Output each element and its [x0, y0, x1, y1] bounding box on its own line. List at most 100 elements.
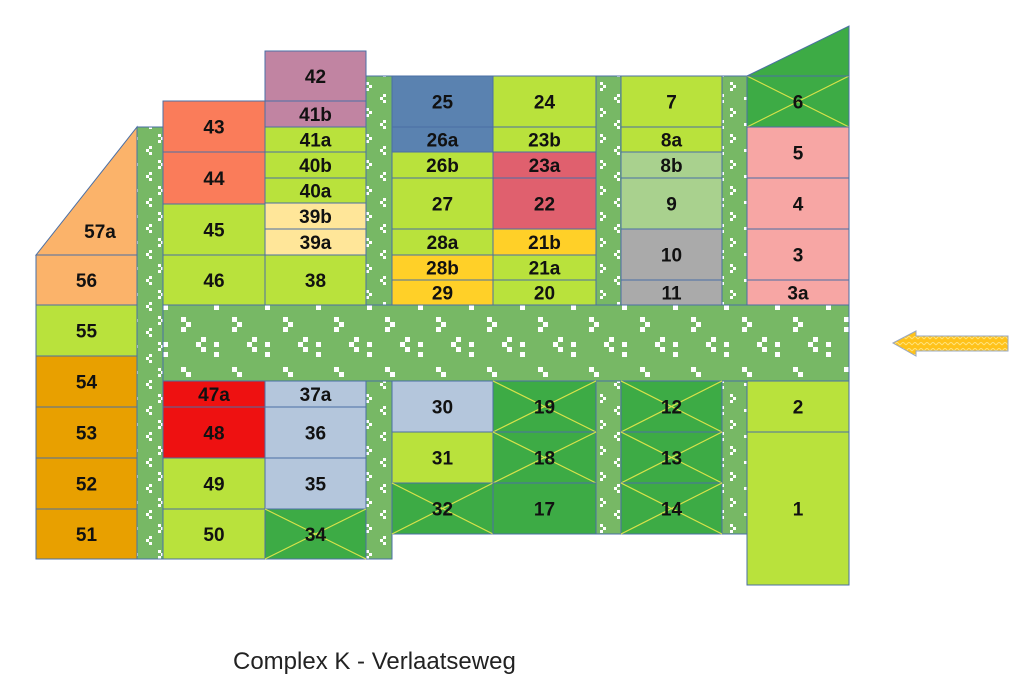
plot-56[interactable]: 56: [35, 254, 138, 306]
plot-label: 31: [432, 449, 454, 470]
plot-53[interactable]: 53: [35, 406, 138, 459]
plot-4[interactable]: 4: [746, 177, 850, 230]
plot-shape: [264, 228, 367, 256]
plot-55[interactable]: 55: [35, 304, 138, 357]
plot-5[interactable]: 5: [746, 126, 850, 179]
plot-3[interactable]: 3: [746, 228, 850, 281]
plot-3a[interactable]: 3a: [746, 279, 850, 306]
plot-39b[interactable]: 39b: [264, 202, 367, 230]
footpath: [136, 126, 164, 560]
footpath: [595, 380, 622, 535]
plot-31[interactable]: 31: [391, 431, 494, 484]
cross-mark: [620, 380, 723, 433]
plot-43[interactable]: 43: [162, 100, 266, 153]
plot-12[interactable]: 12: [620, 380, 723, 433]
plot-13[interactable]: 13: [620, 431, 723, 484]
plot-label: 29: [432, 284, 453, 305]
plot-39a[interactable]: 39a: [264, 228, 367, 256]
plot-8a[interactable]: 8a: [620, 126, 723, 153]
plot-51[interactable]: 51: [35, 508, 138, 560]
plot-24[interactable]: 24: [492, 75, 597, 128]
plot-10[interactable]: 10: [620, 228, 723, 281]
plot-47a[interactable]: 47a: [162, 380, 266, 408]
plot-52[interactable]: 52: [35, 457, 138, 510]
plot-shape: [746, 279, 850, 306]
plot-48[interactable]: 48: [162, 406, 266, 459]
plot-shape: [264, 380, 367, 408]
plot-label: 20: [534, 284, 555, 305]
plot-38[interactable]: 38: [264, 254, 367, 306]
plot-shape: [620, 279, 723, 306]
plot-40a[interactable]: 40a: [264, 177, 367, 204]
plot-shape: [620, 177, 723, 230]
plot-54[interactable]: 54: [35, 355, 138, 408]
plot-36[interactable]: 36: [264, 406, 367, 459]
plot-28b[interactable]: 28b: [391, 254, 494, 281]
plot-23a[interactable]: 23a: [492, 151, 597, 179]
plot-17[interactable]: 17: [492, 482, 597, 535]
plot-shape: [35, 355, 138, 408]
plot-label: 17: [534, 500, 555, 521]
plot-8b[interactable]: 8b: [620, 151, 723, 179]
plot-6[interactable]: 6: [746, 75, 850, 128]
plot-shape: [35, 254, 138, 306]
plot-11[interactable]: 11: [620, 279, 723, 306]
plot-42[interactable]: 42: [264, 50, 367, 102]
plot-23b[interactable]: 23b: [492, 126, 597, 153]
plot-35[interactable]: 35: [264, 457, 367, 510]
plot-34[interactable]: 34: [264, 508, 367, 560]
plot-shape: [264, 50, 367, 102]
plot-45[interactable]: 45: [162, 203, 266, 256]
plot-37a[interactable]: 37a: [264, 380, 367, 408]
plot-shape: [162, 457, 266, 510]
plot-shape: [35, 406, 138, 459]
cross-mark: [391, 482, 494, 535]
footpath: [721, 75, 748, 306]
plot-1[interactable]: 1: [746, 431, 850, 586]
plot-50[interactable]: 50: [162, 508, 266, 560]
plot-shape: [162, 203, 266, 256]
plot-label: 55: [76, 322, 98, 343]
plot-label: 11: [661, 284, 682, 305]
plot-14[interactable]: 14: [620, 482, 723, 535]
plot-27[interactable]: 27: [391, 177, 494, 230]
plot-26b[interactable]: 26b: [391, 151, 494, 179]
plot-label: 12: [661, 398, 682, 419]
plot-32[interactable]: 32: [391, 482, 494, 535]
plot-28a[interactable]: 28a: [391, 228, 494, 256]
plot-49[interactable]: 49: [162, 457, 266, 510]
plot-46[interactable]: 46: [162, 254, 266, 306]
plot-20[interactable]: 20: [492, 279, 597, 306]
plot-label: 40b: [299, 156, 332, 177]
plot-6-triangle: [746, 25, 850, 77]
plot-40b[interactable]: 40b: [264, 151, 367, 179]
plot-label: 4: [793, 195, 804, 216]
plot-label: 23a: [529, 156, 561, 177]
plot-44[interactable]: 44: [162, 151, 266, 205]
cross-mark: [746, 75, 850, 128]
entrance-arrow: [891, 330, 1009, 357]
plot-41b[interactable]: 41b: [264, 100, 367, 128]
plot-21b[interactable]: 21b: [492, 228, 597, 256]
plot-label: 21a: [529, 259, 561, 280]
plot-label: 38: [305, 271, 326, 292]
plot-9[interactable]: 9: [620, 177, 723, 230]
plot-7[interactable]: 7: [620, 75, 723, 128]
plot-29[interactable]: 29: [391, 279, 494, 306]
plot-41a[interactable]: 41a: [264, 126, 367, 153]
plot-shape: [492, 151, 597, 179]
plot-30[interactable]: 30: [391, 380, 494, 433]
plot-18[interactable]: 18: [492, 431, 597, 484]
plot-2[interactable]: 2: [746, 380, 850, 433]
plot-25[interactable]: 25: [391, 75, 494, 128]
plot-shape: [746, 177, 850, 230]
plot-57a[interactable]: 57a: [34, 125, 138, 256]
cross-mark: [264, 508, 367, 560]
plot-shape: [492, 254, 597, 281]
plot-22[interactable]: 22: [492, 177, 597, 230]
plot-26a[interactable]: 26a: [391, 126, 494, 153]
plot-21a[interactable]: 21a: [492, 254, 597, 281]
plot-19[interactable]: 19: [492, 380, 597, 433]
plot-shape: [35, 457, 138, 510]
